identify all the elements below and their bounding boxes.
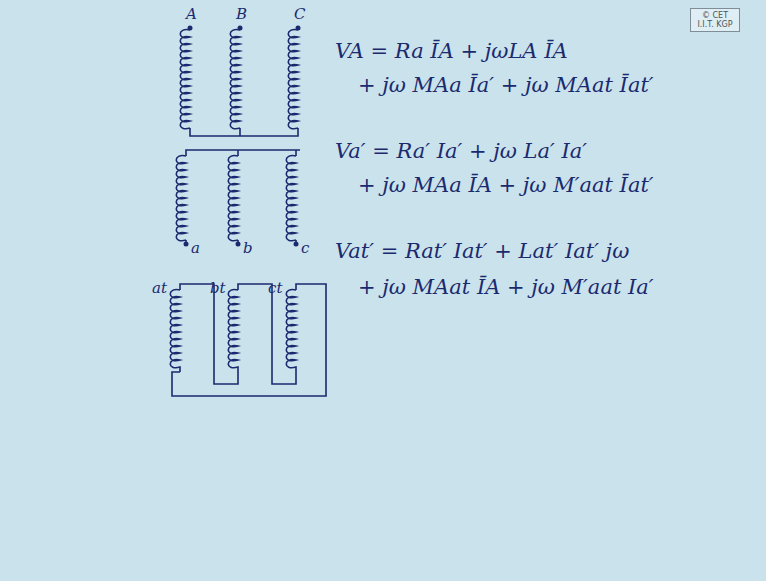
connection-wire [190, 128, 298, 136]
terminal-label: C [294, 6, 305, 23]
voltage-equation: VA = Ra ĪA + jωLA ĪA [335, 40, 568, 63]
winding-coil [180, 30, 190, 129]
logo-text: © CET I.I.T. KGP [694, 11, 736, 29]
connection-wire [239, 128, 241, 136]
terminal-label: A [186, 6, 197, 23]
connection-wire [180, 284, 238, 384]
winding-coil [286, 290, 296, 372]
terminal-label: ct [268, 280, 282, 297]
winding-coil [230, 30, 240, 129]
terminal-label: b [243, 240, 253, 257]
terminal-label: bt [210, 280, 226, 297]
winding-coil [176, 156, 186, 241]
winding-coil [286, 156, 296, 241]
winding-coil [228, 156, 238, 241]
terminal-label: a [191, 240, 200, 257]
voltage-equation: + jω MAa ĪA + jω M′aat Īat′ [358, 174, 654, 197]
terminal-label: at [152, 280, 167, 297]
terminal-lead [185, 240, 187, 244]
connection-wire [172, 284, 326, 396]
terminal-dot [188, 26, 193, 31]
winding-coil [170, 290, 180, 372]
connection-wire [237, 150, 239, 156]
terminal-dot [238, 26, 243, 31]
voltage-equation: + jω MAa Īa′ + jω MAat Īat′ [358, 74, 654, 97]
voltage-equation: + jω MAat ĪA + jω M′aat Ia′ [358, 276, 654, 299]
connection-wire [186, 150, 300, 156]
terminal-lead [295, 240, 297, 244]
winding-coil [228, 290, 238, 372]
voltage-equation: Va′ = Ra′ Ia′ + jω La′ Ia′ [335, 140, 587, 163]
terminal-label: c [301, 240, 309, 257]
voltage-equation: Vat′ = Rat′ Iat′ + Lat′ Iat′ jω [335, 240, 629, 263]
terminal-label: B [236, 6, 247, 23]
connection-wire [238, 284, 296, 384]
terminal-dot [296, 26, 301, 31]
logo-box: © CET I.I.T. KGP [690, 8, 740, 32]
winding-coil [288, 30, 298, 129]
terminal-lead [237, 240, 239, 244]
